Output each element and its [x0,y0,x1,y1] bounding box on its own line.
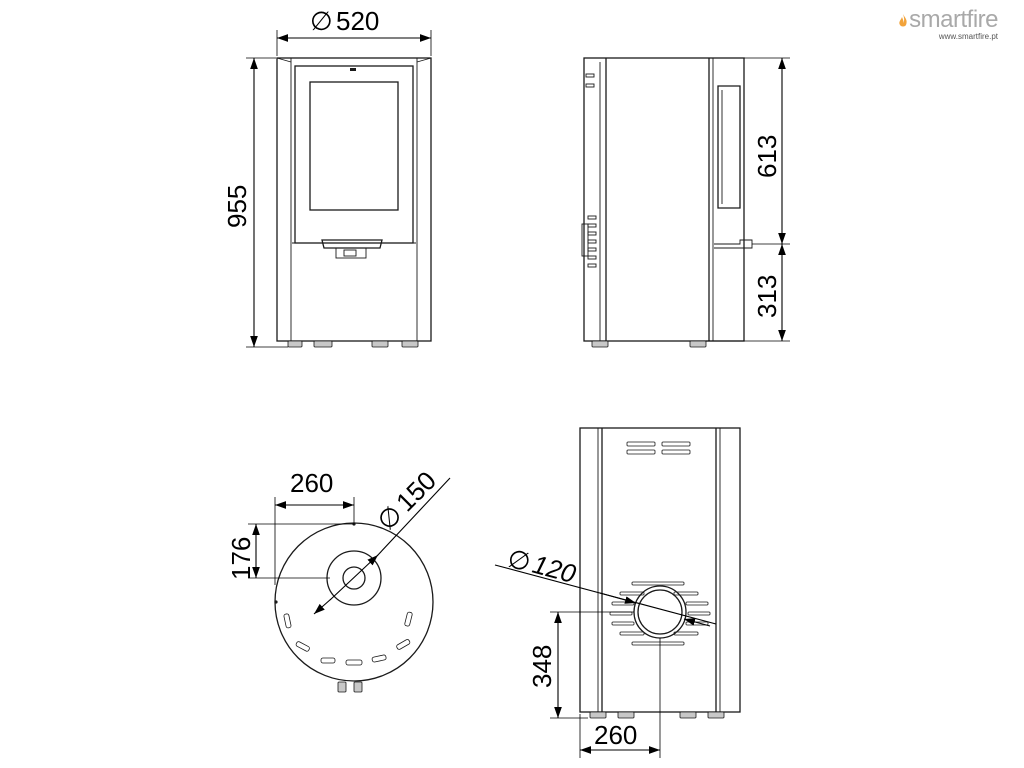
flame-icon [899,14,907,27]
top-view [274,522,434,693]
top-slots [283,611,413,666]
front-glass [309,81,399,211]
dim-label-top-y: 176 [226,537,256,580]
brand-name: smartfire [909,6,998,33]
rear-top-vents [626,441,691,455]
top-legs [337,681,363,693]
brand-url: www.smartfire.pt [938,32,998,41]
diameter-symbol: ∅ [310,6,333,36]
dim-label-front-width: 520 [336,6,379,36]
brand-name-row: smartfire [898,6,998,34]
dim-rear: ∅ 120 348 260 [494,543,717,758]
dim-label-top-x: 260 [290,468,333,498]
dim-label-top-flue: 150 [390,465,442,517]
rear-flue-outer [633,585,687,639]
rear-lower-vents [609,581,711,646]
side-vents [581,73,597,268]
brand-logo: smartfire www.smartfire.pt [898,6,998,41]
side-door-profile [717,85,741,209]
dim-label-rear-flue: 120 [529,549,579,589]
rear-view [579,427,741,719]
rear-legs [589,711,725,719]
dim-label-rear-height: 348 [527,645,557,688]
dim-label-total-height: 955 [222,185,252,228]
dim-front-width: ∅ 520 [276,6,432,56]
dim-side: 613 313 [706,57,790,342]
front-legs [287,340,419,348]
rear-flue-inner [637,589,683,635]
front-view [276,57,432,348]
side-legs [591,340,707,348]
dim-total-height: 955 [222,57,288,348]
diameter-symbol-rear: ∅ [504,543,534,578]
door-handle [321,239,383,249]
dim-label-side-upper: 613 [752,135,782,178]
side-handle [714,239,753,249]
top-flue-inner [342,566,366,590]
dim-label-rear-x: 260 [594,720,637,750]
front-door [294,65,414,244]
dim-top: 260 176 ∅ 150 [226,465,451,615]
dim-label-side-lower: 313 [752,275,782,318]
side-view [581,57,753,348]
